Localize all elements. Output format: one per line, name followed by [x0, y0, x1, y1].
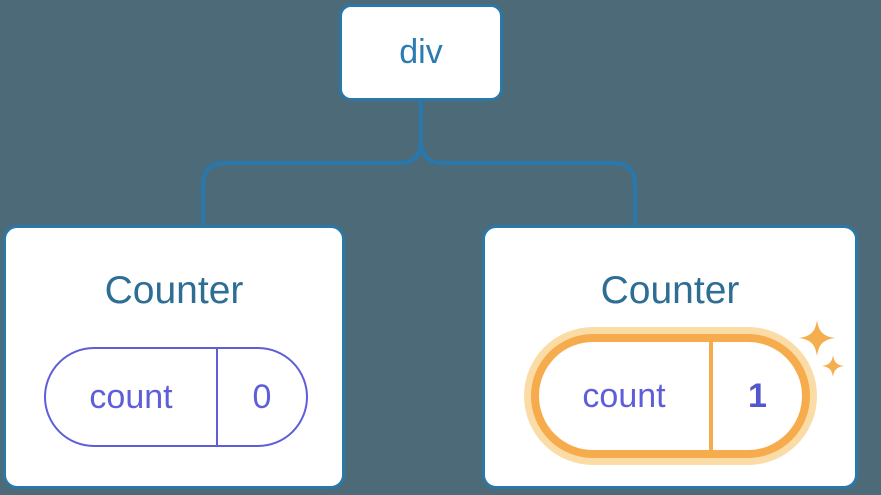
root-node: div — [339, 4, 503, 101]
state-value: 0 — [252, 377, 272, 416]
pill-divider — [709, 342, 713, 450]
state-pill: count 0 — [44, 347, 308, 447]
state-pill-highlighted: count 1 — [531, 334, 810, 458]
counter-card-left: Counter count 0 — [3, 225, 345, 489]
pill-divider — [216, 349, 218, 445]
counter-title: Counter — [104, 269, 244, 312]
root-node-label: div — [399, 33, 443, 71]
counter-card-right: Counter count 1 — [482, 225, 858, 489]
state-key-label: count — [89, 377, 173, 416]
counter-title: Counter — [600, 269, 740, 312]
state-key-label: count — [582, 376, 666, 415]
tree-edge-lines — [201, 99, 637, 228]
state-value: 1 — [748, 376, 767, 415]
